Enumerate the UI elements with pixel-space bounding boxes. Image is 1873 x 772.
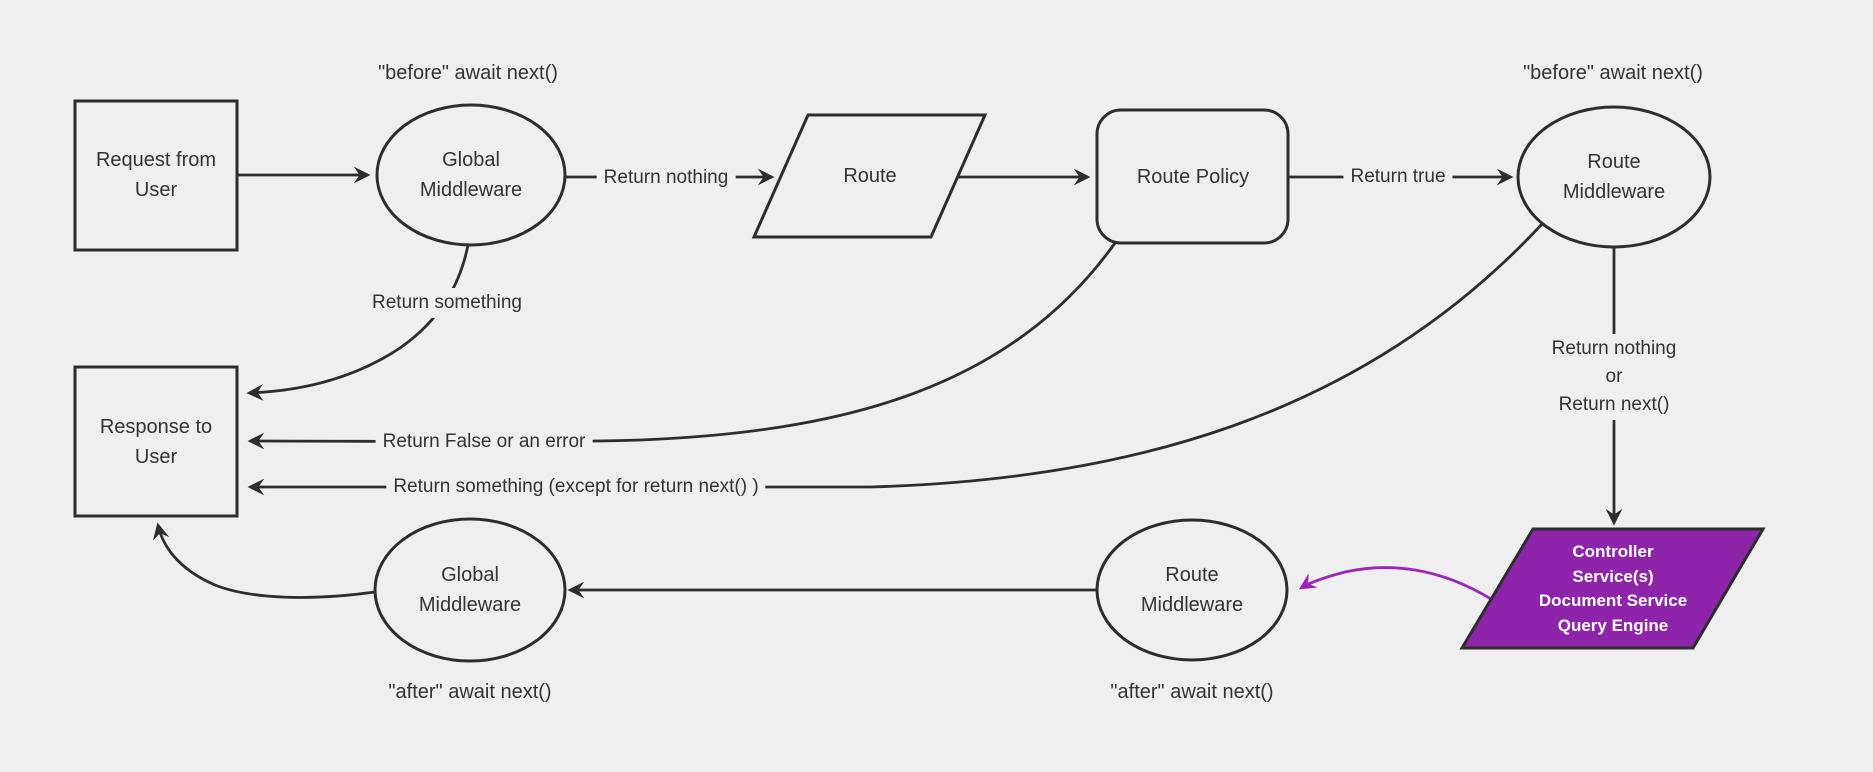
node-route-middleware-bottom-label: Route Middleware	[1140, 564, 1244, 616]
label-return-nothing: Return nothing	[596, 163, 736, 193]
node-request-from-user-label: Request from User	[95, 149, 217, 201]
node-route-middleware-bottom-shape	[1095, 518, 1289, 662]
label-return-something-except: Return something (except for return next…	[386, 472, 766, 502]
label-return-something: Return something	[365, 288, 529, 318]
node-global-middleware-top-shape	[375, 103, 567, 247]
label-return-nothing-or-next: Return nothing or Return next()	[1544, 334, 1684, 420]
label-before-await-next-route: "before" await next()	[1523, 62, 1703, 84]
node-route-policy-label: Route Policy	[1136, 166, 1250, 188]
node-response-to-user-label: Response to User	[99, 416, 213, 468]
edge-global-middleware-to-response	[246, 244, 470, 401]
node-route-middleware-top-shape	[1516, 105, 1712, 249]
label-after-await-next-route: "after" await next()	[1110, 681, 1274, 703]
label-before-await-next-global: "before" await next()	[378, 62, 558, 84]
node-request-from-user-shape	[73, 99, 239, 252]
node-controller-services-shape	[1459, 527, 1766, 650]
edge-route-middleware-to-response	[247, 223, 1544, 496]
node-route-label: Route	[843, 165, 897, 187]
node-response-to-user-shape	[73, 365, 239, 518]
node-global-middleware-bottom-label: Global Middleware	[418, 564, 522, 616]
node-global-middleware-bottom-shape	[373, 517, 567, 663]
edge-route-policy-to-response	[247, 242, 1117, 450]
node-route-policy-shape	[1095, 108, 1290, 245]
edge-controller-to-route-middleware-bottom	[1298, 566, 1492, 601]
node-route-shape	[751, 113, 988, 239]
edge-global-middleware-bottom-to-response	[152, 522, 376, 599]
node-global-middleware-top-label: Global Middleware	[419, 149, 523, 201]
node-controller-services-label: Controller Service(s) Document Service Q…	[1538, 542, 1688, 635]
label-after-await-next-global: "after" await next()	[388, 681, 552, 703]
label-return-true: Return true	[1343, 162, 1453, 192]
label-return-false-or-error: Return False or an error	[375, 427, 593, 457]
node-route-middleware-top-label: Route Middleware	[1562, 151, 1666, 203]
